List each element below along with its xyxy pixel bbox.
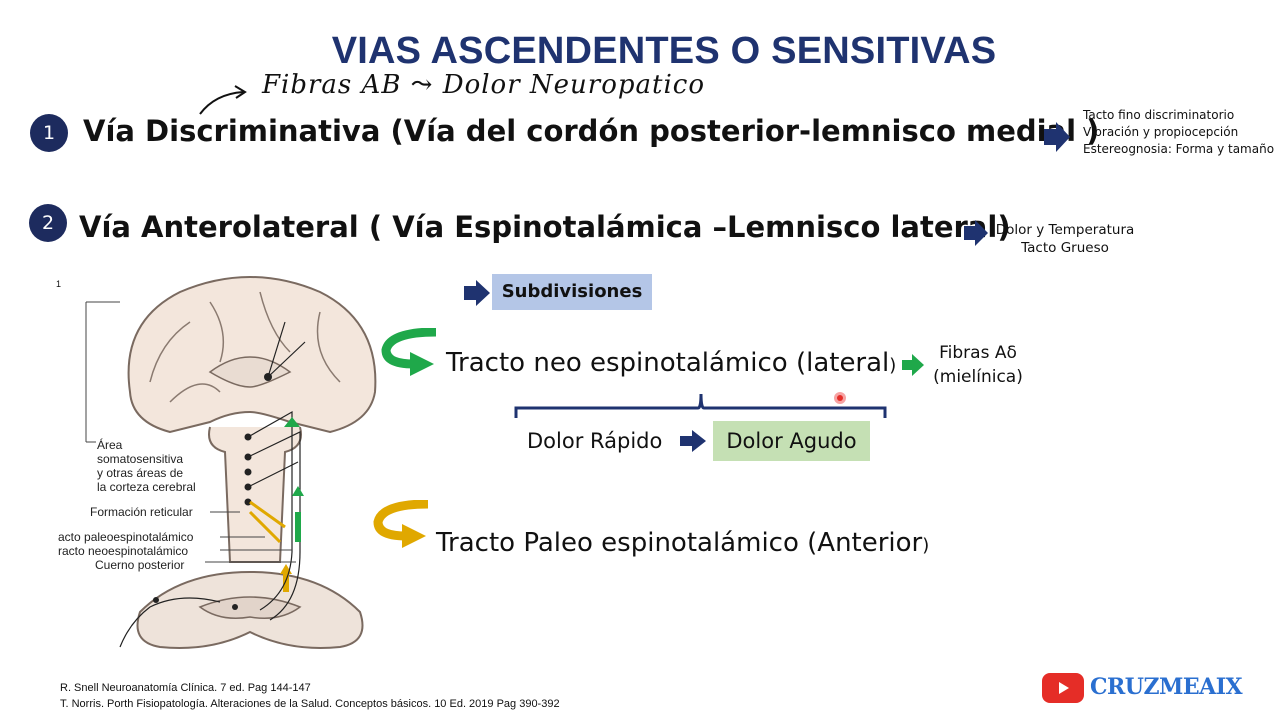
number-badge-2: 2 [29, 204, 67, 242]
slide-title: VIAS ASCENDENTES O SENSITIVAS [331, 30, 997, 72]
tracto-paleo: Tracto Paleo espinotalámico (Anterior) [436, 528, 929, 558]
via1-detail: Vibración y propiocepción [1083, 125, 1239, 139]
figure-label: Cuerno posterior [95, 558, 185, 572]
via2-detail: Dolor y Temperatura [995, 222, 1135, 238]
fibras-line: (mielínica) [933, 367, 1023, 387]
number-badge-1: 1 [30, 114, 68, 152]
via-discriminativa: Vía Discriminativa (Vía del cordón poste… [83, 114, 1100, 148]
arrow-right-icon [680, 430, 706, 452]
tracto-paleo-paren: ) [922, 535, 930, 556]
curved-arrow-gold-icon [373, 500, 429, 548]
arrow-right-icon [464, 280, 490, 306]
via2-details: Dolor y Temperatura Tacto Grueso [995, 221, 1135, 257]
dolor-agudo-box: Dolor Agudo [713, 421, 870, 461]
via-anterolateral: Vía Anterolateral ( Vía Espinotalámica –… [79, 210, 1011, 244]
references: R. Snell Neuroanatomía Clínica. 7 ed. Pa… [60, 680, 560, 712]
figure-label: Área [97, 438, 123, 452]
figure-label: la corteza cerebral [97, 480, 196, 494]
figure-label: Formación reticular [90, 505, 193, 519]
tracto-neo-paren: ) [889, 355, 897, 376]
via2-detail: Tacto Grueso [1021, 240, 1109, 256]
fibras-line: Fibras Aδ [939, 343, 1017, 363]
reference-line: R. Snell Neuroanatomía Clínica. 7 ed. Pa… [60, 682, 311, 694]
dolor-rapido: Dolor Rápido [527, 429, 663, 453]
figure-label: y otras áreas de [97, 466, 184, 480]
channel-logo-text: CRUZMEAIX [1090, 674, 1243, 700]
curved-arrow-green-icon [381, 328, 437, 376]
handwritten-arrow-icon [199, 85, 247, 115]
tracto-neo-label: Tracto neo espinotalámico (lateral [446, 348, 890, 378]
fibras-a-delta: Fibras Aδ (mielínica) [926, 341, 1030, 389]
figure-corner-mark: 1 [56, 279, 62, 289]
brace-divider [514, 393, 887, 418]
cursor-dot-icon [834, 392, 846, 404]
figure-label: somatosensitiva [97, 452, 184, 466]
via1-detail: Estereognosia: Forma y tamaño [1083, 142, 1275, 156]
via1-detail: Tacto fino discriminatorio [1083, 108, 1235, 122]
arrow-right-icon [1044, 122, 1070, 152]
subdivisiones-box: Subdivisiones [492, 274, 652, 310]
figure-label: racto neoespinotalámico [58, 544, 189, 558]
via1-details: Tacto fino discriminatorio Vibración y p… [1083, 107, 1274, 158]
tracto-paleo-label: Tracto Paleo espinotalámico (Anterior [436, 528, 923, 558]
tracto-neo: Tracto neo espinotalámico (lateral) [446, 348, 896, 378]
figure-label-area: Área somatosensitiva y otras áreas de la… [97, 438, 196, 494]
arrow-right-green-icon [902, 354, 924, 376]
figure-label: acto paleoespinotalámico [58, 530, 194, 544]
reference-line: T. Norris. Porth Fisiopatología. Alterac… [60, 698, 560, 710]
handwritten-note: Fibras AB ⤳ Dolor Neuropatico [262, 70, 705, 100]
youtube-logo-icon [1042, 673, 1084, 703]
brain-spinal-cord-figure [85, 276, 377, 649]
arrow-right-icon [964, 220, 988, 246]
